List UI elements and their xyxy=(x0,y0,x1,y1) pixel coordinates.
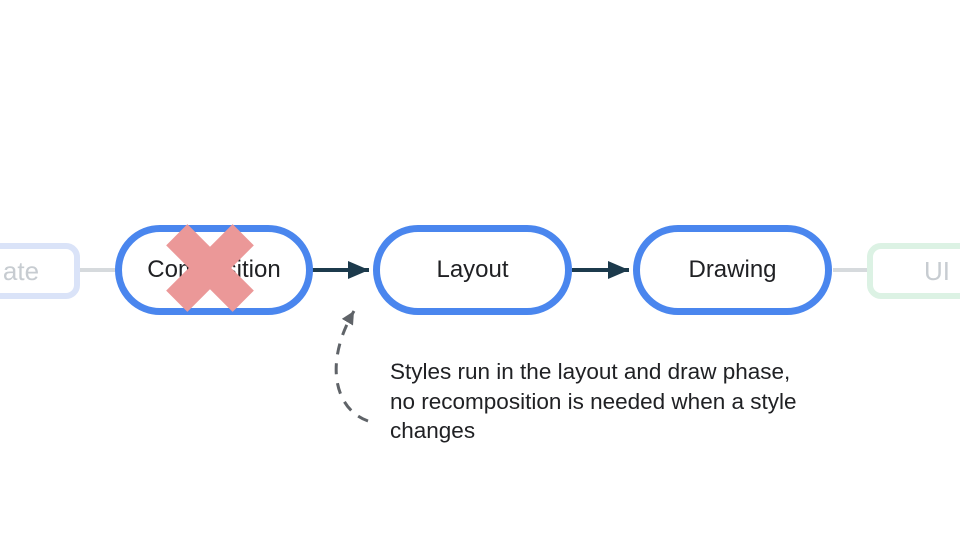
node-layout: Layout xyxy=(373,225,572,315)
annotation-text: Styles run in the layout and draw phase,… xyxy=(390,359,797,443)
node-layout-label: Layout xyxy=(436,256,509,283)
node-drawing-label: Drawing xyxy=(688,256,777,283)
node-drawing: Drawing xyxy=(633,225,832,315)
node-ui-label: UI xyxy=(924,255,950,286)
node-state-faded: ate xyxy=(0,243,80,299)
node-state-label: ate xyxy=(2,255,40,286)
dashed-callout-arrow xyxy=(334,310,369,423)
node-ui-faded: UI xyxy=(867,243,960,299)
